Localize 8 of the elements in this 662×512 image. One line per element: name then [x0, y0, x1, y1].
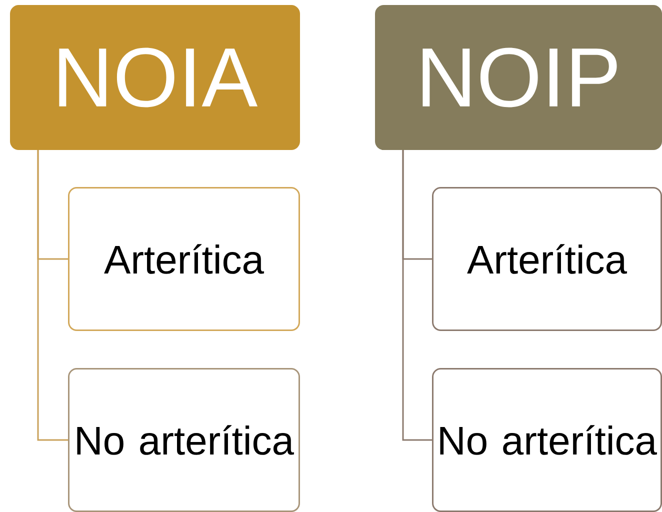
category-box: Arterítica [432, 187, 662, 331]
connector-line [402, 150, 432, 441]
category-box: No arterítica [68, 368, 300, 512]
category-box: Arterítica [68, 187, 300, 331]
category-box: No arterítica [432, 368, 662, 512]
heading-box: NOIP [375, 5, 662, 150]
connector-line [37, 150, 68, 441]
heading-box: NOIA [10, 5, 300, 150]
